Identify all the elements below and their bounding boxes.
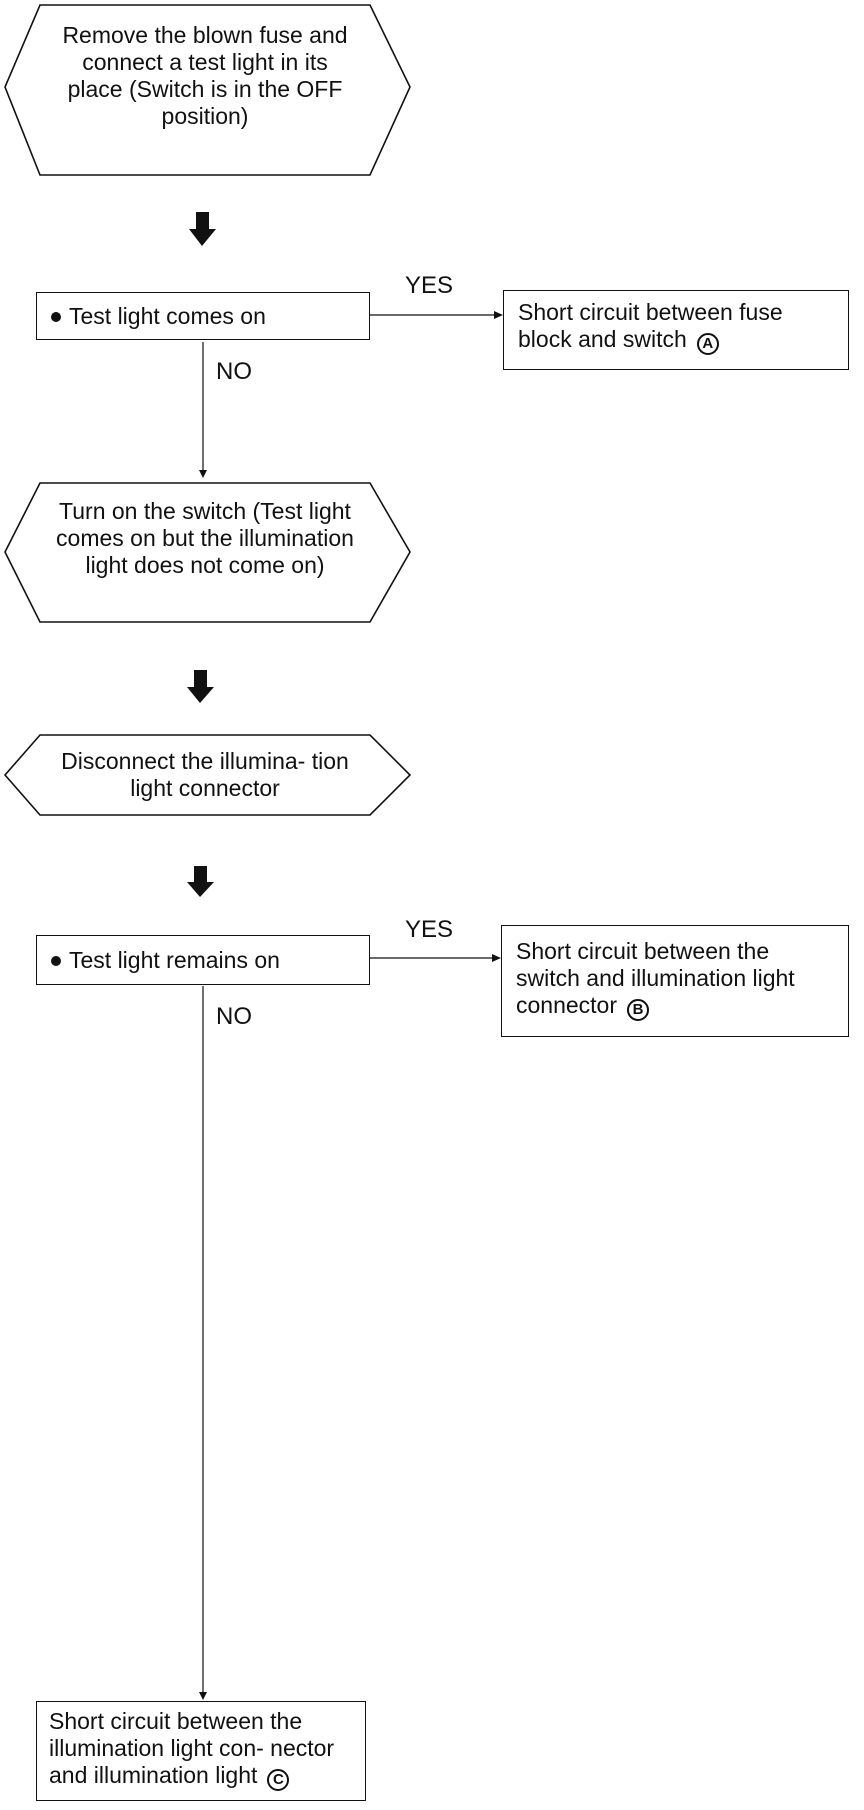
decision-test-remains-on-label: Test light remains on (69, 947, 280, 973)
bullet-marker (51, 312, 61, 322)
marker-c: C (267, 1768, 290, 1791)
yes-connector-1 (370, 311, 503, 319)
decision-test-light-on: Test light comes on (36, 292, 370, 340)
label-yes-2: YES (405, 916, 454, 943)
result-short-b-label: Short circuit between the switch and ill… (516, 938, 795, 1018)
hex-remove-fuse (4, 4, 411, 176)
result-short-a-label: Short circuit between fuse block and swi… (518, 299, 783, 352)
step-turn-on: Turn on the switch (Test light comes on … (56, 498, 354, 578)
no-connector-2 (199, 986, 207, 1700)
label-yes-1: YES (405, 272, 454, 299)
no-connector-1 (199, 342, 207, 478)
label-no-2: NO (216, 1003, 252, 1030)
result-short-a: Short circuit between fuse block and swi… (503, 290, 849, 370)
decision-test-remains-on: Test light remains on (36, 935, 370, 985)
hex-disconnect (3, 734, 412, 816)
bullet-marker (51, 956, 61, 966)
hex-turn-on (4, 482, 411, 623)
step-remove-fuse: Remove the blown fuse and connect a test… (62, 22, 348, 129)
result-short-c: Short circuit between the illumination l… (36, 1701, 366, 1801)
yes-connector-2 (370, 954, 501, 962)
step-disconnect: Disconnect the illumina- tion light conn… (61, 748, 349, 801)
decision-test-light-on-label: Test light comes on (69, 303, 266, 329)
label-no-1: NO (216, 358, 252, 385)
marker-a: A (696, 332, 719, 355)
result-short-b: Short circuit between the switch and ill… (501, 925, 849, 1037)
bold-arrow-2 (187, 670, 214, 703)
bold-arrow-1 (189, 212, 216, 246)
bold-arrow-3 (187, 866, 214, 897)
marker-b: B (627, 998, 650, 1021)
result-short-c-label: Short circuit between the illumination l… (49, 1708, 335, 1788)
